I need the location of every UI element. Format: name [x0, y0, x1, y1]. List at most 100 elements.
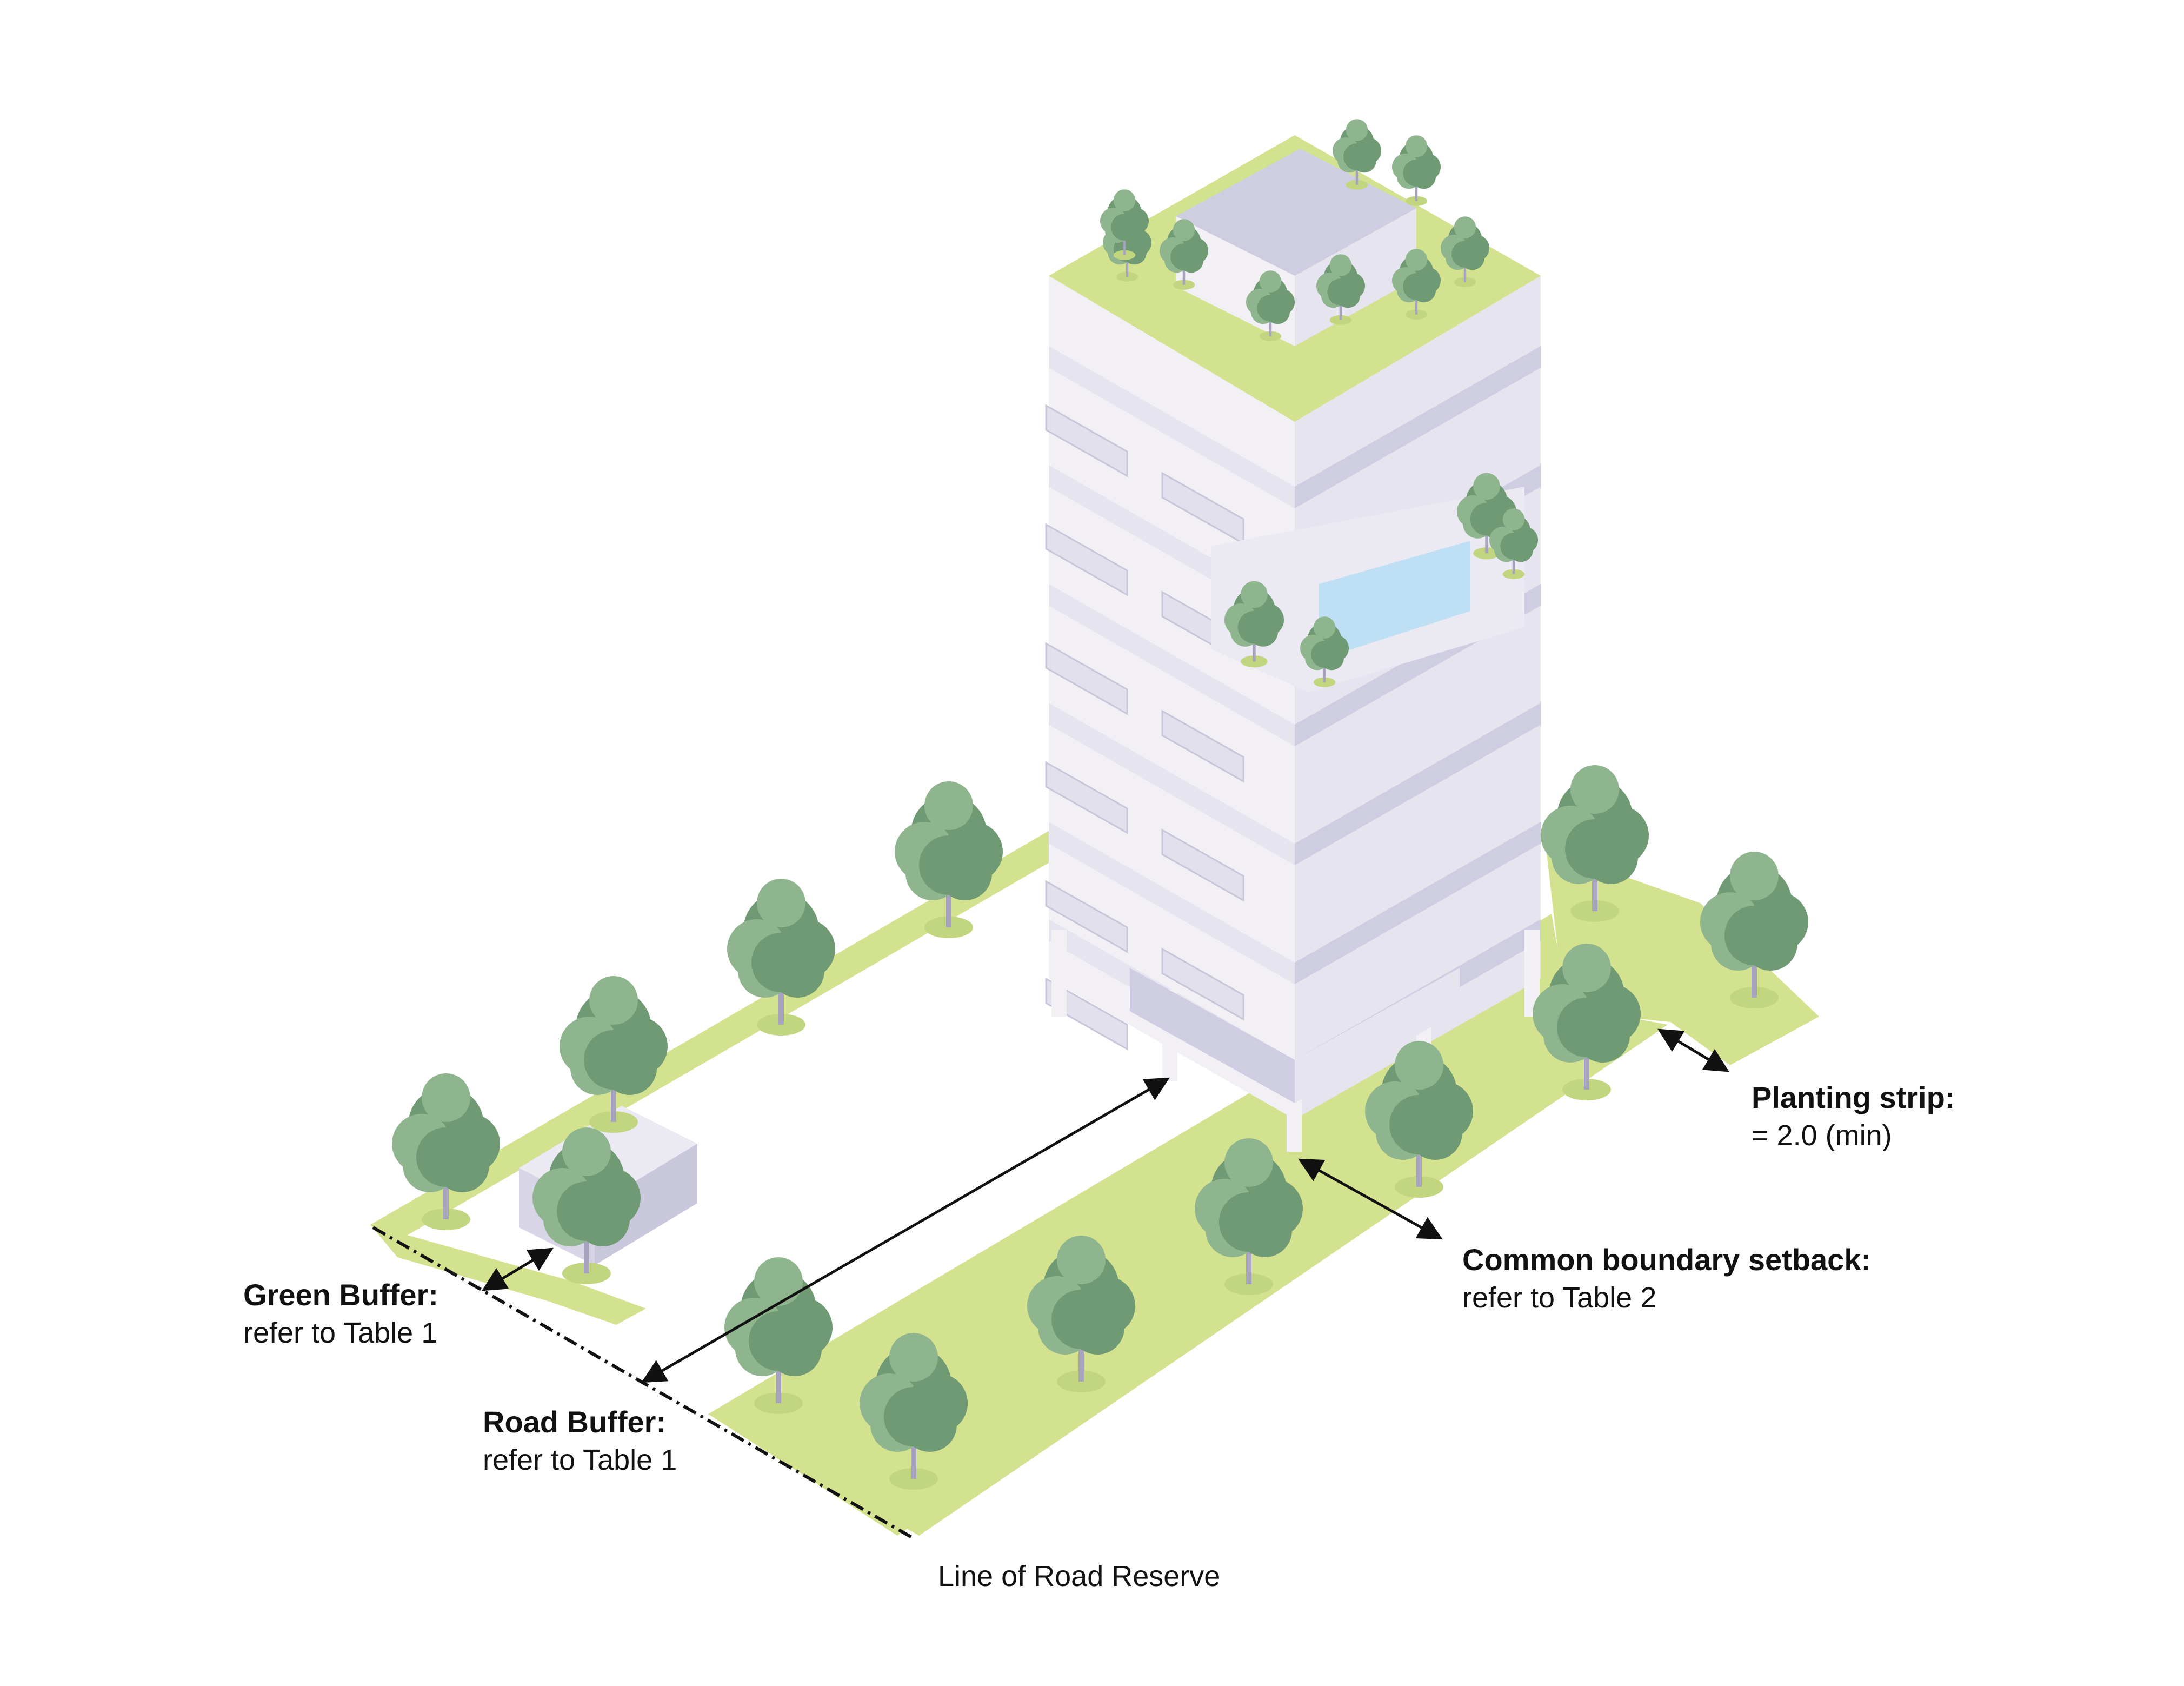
- tree-canopy: [1327, 278, 1354, 306]
- tree-canopy: [1313, 616, 1336, 639]
- tree-trunk: [1253, 627, 1256, 662]
- tree-canopy: [416, 1127, 476, 1187]
- tree-canopy: [884, 1387, 943, 1446]
- ground-floor-core: [1295, 968, 1460, 1103]
- tree-canopy: [754, 1257, 803, 1306]
- tree-trunk: [1584, 1027, 1589, 1090]
- tree: [1300, 616, 1349, 687]
- tree-trunk: [778, 963, 784, 1025]
- tree-canopy: [889, 1333, 938, 1382]
- tree-canopy: [1403, 160, 1430, 187]
- tree-trunk: [611, 1060, 616, 1122]
- tree-trunk: [1416, 1125, 1422, 1187]
- tree-canopy: [1405, 249, 1428, 271]
- balcony: [1161, 709, 1244, 783]
- floor-band: [1295, 703, 1541, 865]
- tree: [392, 1073, 500, 1230]
- balcony: [1045, 642, 1128, 715]
- tree-trunk: [1463, 254, 1467, 282]
- tree-canopy: [1111, 214, 1138, 241]
- tree-canopy: [1343, 143, 1370, 170]
- tree-canopy: [589, 976, 638, 1025]
- floor-band: [1049, 822, 1295, 984]
- tree-canopy: [1051, 1290, 1111, 1349]
- tree-canopy: [1724, 906, 1784, 965]
- tree-canopy: [1565, 819, 1624, 879]
- tree: [727, 879, 835, 1036]
- tree-canopy: [757, 879, 805, 927]
- tree-canopy: [1224, 1138, 1273, 1187]
- trees: [392, 119, 1808, 1490]
- green-buffer-arrow: [482, 1247, 554, 1291]
- planting-strip-title: Planting strip:: [1752, 1080, 1955, 1114]
- tree-canopy: [1451, 241, 1479, 268]
- tree-canopy: [1173, 219, 1195, 241]
- tree: [1195, 1138, 1303, 1295]
- right-green-buffer-front: [708, 1392, 935, 1536]
- planting-strip-note: = 2.0 (min): [1752, 1119, 1892, 1152]
- pilotis-column: [1051, 930, 1067, 1017]
- tree: [1316, 254, 1365, 325]
- tree-canopy: [1259, 270, 1282, 293]
- road-reserve-label: Line of Road Reserve: [938, 1560, 1221, 1592]
- tree: [1489, 508, 1538, 579]
- tree: [1333, 119, 1381, 190]
- left-green-buffer: [370, 825, 1087, 1241]
- tree-canopy: [1403, 273, 1430, 300]
- tree-canopy: [1454, 216, 1476, 238]
- tree-trunk: [911, 1417, 916, 1479]
- green-buffer-label: Green Buffer: refer to Table 1: [243, 1276, 438, 1352]
- balcony: [1045, 880, 1128, 953]
- floor-band: [1049, 346, 1295, 508]
- tree-trunk: [1415, 173, 1418, 201]
- tree-canopy: [1389, 1095, 1449, 1154]
- road-buffer-label: Road Buffer: refer to Table 1: [483, 1403, 677, 1479]
- tree: [1100, 189, 1149, 260]
- tree: [1160, 219, 1208, 290]
- tree: [1246, 270, 1295, 341]
- common-boundary-note: refer to Table 2: [1462, 1282, 1657, 1314]
- green-buffer-note: refer to Table 1: [243, 1317, 438, 1349]
- tree-trunk: [584, 1211, 589, 1273]
- common-boundary-arrow: [1298, 1158, 1443, 1240]
- green-buffer-title: Green Buffer:: [243, 1278, 438, 1312]
- balcony: [1161, 947, 1244, 1021]
- tree: [1541, 765, 1649, 922]
- tree-trunk: [443, 1157, 449, 1219]
- tree-trunk: [1592, 849, 1597, 911]
- tree-trunk: [1182, 257, 1186, 285]
- tree: [1700, 852, 1808, 1008]
- balcony: [1045, 761, 1128, 834]
- tree-canopy: [751, 933, 811, 992]
- tree-canopy: [1562, 944, 1611, 992]
- tree-trunk: [1355, 157, 1359, 185]
- floor-band: [1049, 584, 1295, 746]
- ground-floor-core: [1130, 968, 1295, 1103]
- tree-trunk: [1123, 227, 1126, 255]
- tree: [1441, 216, 1489, 287]
- tree-canopy: [562, 1127, 611, 1176]
- road-buffer-arrow: [641, 1077, 1170, 1383]
- tree: [1365, 1041, 1473, 1198]
- tree-canopy: [919, 835, 978, 895]
- tower-left-face: [1049, 276, 1295, 1119]
- tree-trunk: [1339, 292, 1342, 320]
- planting-strip-arrow: [1657, 1028, 1729, 1072]
- tree-trunk: [1752, 935, 1757, 998]
- tree-canopy: [924, 781, 973, 830]
- tree-canopy: [1237, 610, 1271, 644]
- tree-canopy: [1311, 641, 1338, 668]
- tree-canopy: [557, 1181, 616, 1241]
- tree-trunk: [1415, 287, 1418, 315]
- tree-trunk: [1126, 249, 1129, 277]
- tree-canopy: [1219, 1192, 1279, 1252]
- tree-trunk: [1269, 308, 1272, 336]
- tree-canopy: [1241, 581, 1268, 608]
- tree: [1533, 944, 1641, 1100]
- floor-band: [1295, 822, 1541, 984]
- tree-canopy: [1405, 135, 1428, 157]
- planting-strip-label: Planting strip: = 2.0 (min): [1752, 1079, 1955, 1154]
- tree: [1392, 135, 1441, 206]
